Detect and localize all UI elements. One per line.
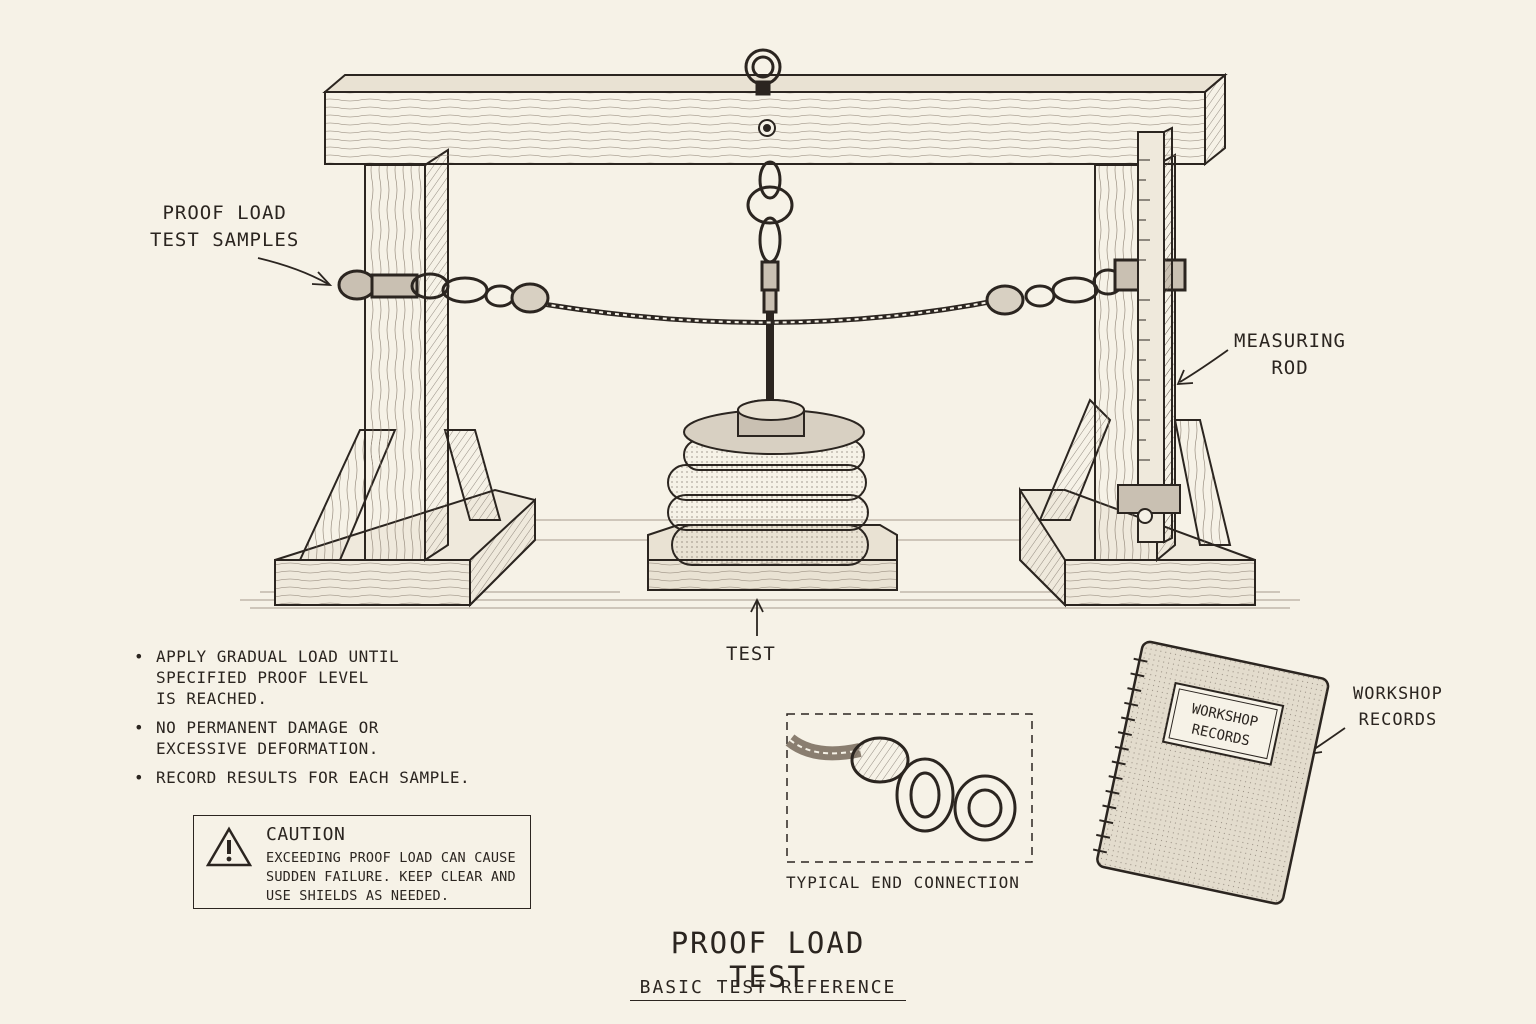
instruction-list: APPLY GRADUAL LOAD UNTIL SPECIFIED PROOF… [134, 646, 470, 796]
weight-stack [647, 399, 898, 591]
workshop-records-notebook: WORKSHOP RECORDS [1092, 640, 1330, 905]
caution-text: EXCEEDING PROOF LOAD CAN CAUSE SUDDEN FA… [266, 850, 516, 904]
instruction-item: RECORD RESULTS FOR EACH SAMPLE. [134, 767, 470, 788]
left-end-fitting [337, 269, 550, 314]
page-title: PROOF LOAD TEST [630, 926, 906, 1001]
eye-bolt [744, 48, 782, 96]
page-subtitle: BASIC TEST REFERENCE [639, 977, 897, 998]
measuring-rod-label: MEASURING ROD [1234, 330, 1346, 379]
measuring-rod [1117, 126, 1181, 544]
instruction-item: APPLY GRADUAL LOAD UNTIL SPECIFIED PROOF… [134, 646, 470, 709]
test-label: TEST [726, 643, 776, 665]
end-connection-caption: TYPICAL END CONNECTION [786, 873, 1020, 892]
instruction-item: NO PERMANENT DAMAGE OR EXCESSIVE DEFORMA… [134, 717, 470, 759]
workshop-records-label: WORKSHOP RECORDS [1353, 684, 1443, 730]
caution-title: CAUTION [266, 824, 346, 845]
right-base [1019, 398, 1256, 608]
right-end-fitting [985, 258, 1187, 316]
warning-icon [206, 826, 252, 867]
end-connection-detail [785, 713, 1033, 863]
test-cable [519, 297, 1001, 325]
top-beam [322, 72, 1228, 167]
proof-load-samples-label: PROOF LOAD TEST SAMPLES [150, 202, 300, 251]
left-post [364, 148, 449, 562]
center-chain [746, 160, 794, 405]
caution-box: CAUTION EXCEEDING PROOF LOAD CAN CAUSE S… [193, 815, 531, 909]
